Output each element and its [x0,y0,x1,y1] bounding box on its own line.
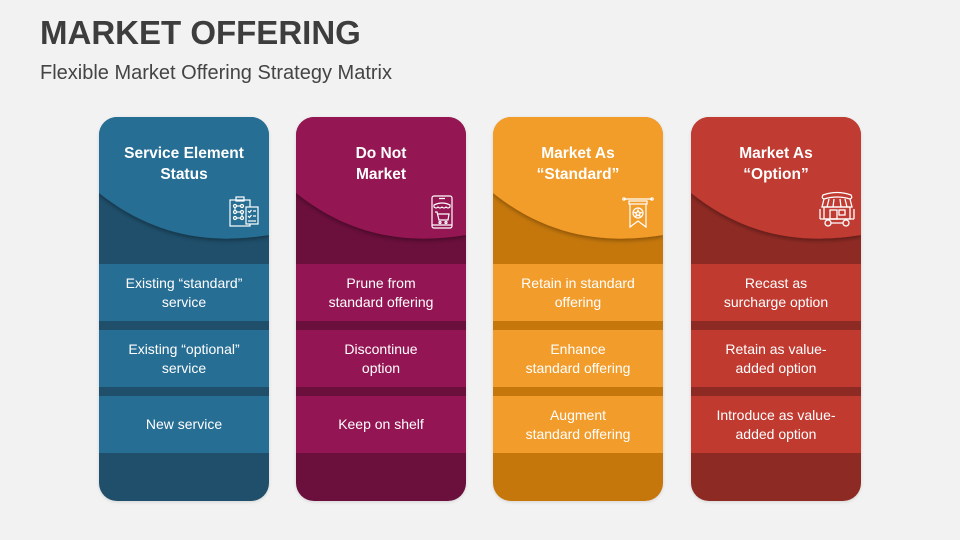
column-title: Service Element Status [124,145,244,183]
checklist-clipboard-icon [229,196,259,227]
header-curve [691,117,861,239]
page-title: MARKET OFFERING [40,14,361,51]
column-title: Market As “Standard” [536,145,620,183]
page-subtitle: Flexible Market Offering Strategy Matrix [40,62,392,84]
cell-existing-optional-service: Existing “optional”service [99,330,269,387]
mobile-shop-icon [431,195,453,229]
column-title: Do Not Market [355,145,407,183]
market-cart-stall-icon [819,191,855,227]
cell-existing-standard-service: Existing “standard”service [99,264,269,321]
header-curve [493,117,663,239]
header-curve [99,117,269,239]
column-title: Market As “Option” [739,145,813,183]
cell-new-service: New service [99,396,269,453]
cell-retain-as-value-added-option: Retain as value-added option [691,330,861,387]
column-service-element-status: Service Element Status Existing “standar… [99,117,269,501]
cell-keep-on-shelf: Keep on shelf [296,396,466,453]
cell-introduce-as-value-added-option: Introduce as value-added option [691,396,861,453]
award-banner-icon [622,197,654,229]
header-curve [296,117,466,239]
